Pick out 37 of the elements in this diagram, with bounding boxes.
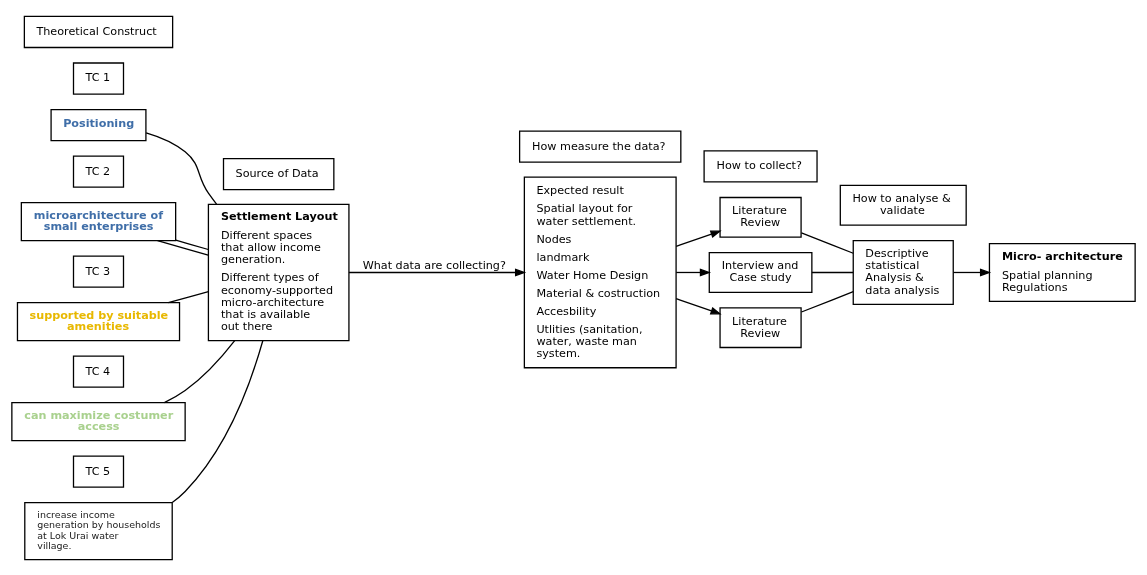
node-box: How to collect? <box>703 149 818 183</box>
node-box: Literature Review <box>719 196 802 238</box>
node-box: How to analyse & validate <box>839 184 967 226</box>
node-box: TC 2 <box>72 154 125 188</box>
node-box: microarchitecture of small enterprises <box>20 201 177 241</box>
node-box: Interview and Case study <box>708 251 813 293</box>
arrow <box>952 268 992 276</box>
connector <box>156 239 209 256</box>
connector <box>800 231 854 254</box>
node-box: increase income generation by households at Lok Urai water village. <box>24 501 173 560</box>
node-box: supported by suitable amenities <box>16 301 181 341</box>
connector <box>163 339 236 403</box>
node-box: Source of Data <box>222 157 335 190</box>
edge-label: What data are collecting? <box>362 258 506 272</box>
node-box: Theoretical Construct <box>23 15 174 48</box>
arrow <box>675 268 711 276</box>
arrow <box>348 268 527 276</box>
connector <box>145 131 218 205</box>
connector <box>167 290 210 303</box>
node-box: Literature Review <box>719 306 802 348</box>
node-box: TC 5 <box>72 454 125 488</box>
node-box: Micro- architecture Spatial planning Regulations <box>988 242 1136 302</box>
connector <box>811 271 854 273</box>
arrow <box>675 297 722 314</box>
node-box: can maximize costumer access <box>11 401 186 441</box>
node-box: Descriptive statistical Analysis & data analysis <box>852 239 954 305</box>
connector <box>800 290 854 313</box>
node-box: TC 3 <box>72 254 125 288</box>
connector <box>175 239 209 250</box>
node-box: Settlement Layout Different spaces that allow income generation. Different types of economy-supported micro-architecture that is available out there <box>207 203 350 341</box>
arrow <box>675 230 722 247</box>
node-box: TC 1 <box>72 61 125 95</box>
connector <box>171 339 264 503</box>
node-box: TC 4 <box>72 354 125 388</box>
node-box: Positioning <box>50 108 147 141</box>
node-box: Expected result Spatial layout for water settlement. Nodes landmark Water Home Design Material & costruction Accesbility Utlities (sanitation, water, waste man system. <box>523 176 677 368</box>
node-box: How measure the data? <box>518 129 682 163</box>
